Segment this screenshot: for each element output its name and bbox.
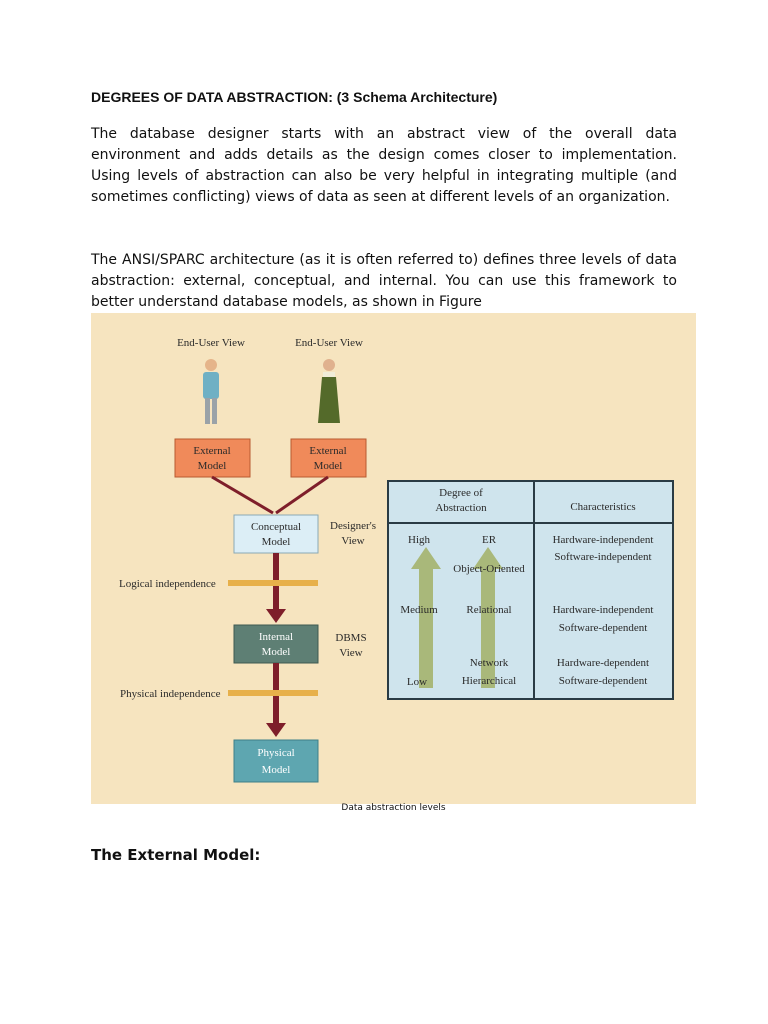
user-label-1: End-User View	[177, 337, 245, 349]
physical-independence-label: Physical independence	[120, 688, 221, 700]
characteristic-medium-line1: Hardware-independent	[553, 604, 654, 616]
characteristic-low-line1: Hardware-dependent	[557, 657, 649, 669]
up-arrow-icon	[411, 547, 441, 688]
connector-line	[275, 475, 329, 515]
up-arrow-icon	[473, 547, 503, 688]
external-model-line1: External	[193, 445, 230, 457]
physical-model-line2: Model	[262, 764, 291, 776]
ansi-sparc-paragraph: The ANSI/SPARC architecture (as it is of…	[91, 252, 677, 310]
internal-model-line1: Internal	[259, 631, 293, 643]
header-characteristics: Characteristics	[570, 501, 635, 513]
designers-view-line1: Designer's	[330, 520, 376, 532]
characteristic-medium-line2: Software-dependent	[559, 622, 648, 634]
conceptual-model-box	[233, 514, 319, 554]
characteristic-low-line2: Software-dependent	[559, 675, 648, 687]
female-user-icon	[318, 359, 340, 423]
connector-line	[211, 475, 274, 515]
internal-model-box	[233, 624, 319, 664]
abstraction-table: Degree of Abstraction Characteristics Hi…	[387, 480, 674, 700]
external-model-box-1	[174, 438, 251, 478]
section-heading: The External Model:	[91, 846, 261, 864]
model-hierarchical: Hierarchical	[462, 675, 516, 687]
down-arrow-icon	[266, 723, 286, 737]
model-network: Network	[470, 657, 509, 669]
characteristic-high-line2: Software-independent	[554, 551, 651, 563]
logical-independence-label: Logical independence	[119, 578, 216, 590]
male-user-icon	[203, 359, 219, 424]
intro-paragraph: The database designer starts with an abs…	[91, 126, 677, 205]
header-degree-line1: Degree of	[439, 487, 483, 499]
dbms-view-line1: DBMS	[335, 632, 366, 644]
internal-model-line2: Model	[262, 646, 291, 658]
physical-model-box	[233, 739, 319, 783]
external-model-line1: External	[309, 445, 346, 457]
characteristic-high-line1: Hardware-independent	[553, 534, 654, 546]
designers-view-line2: View	[341, 535, 364, 547]
physical-independence-bar	[228, 690, 318, 696]
level-low: Low	[407, 676, 427, 688]
model-er: ER	[482, 534, 497, 546]
down-arrow-icon	[266, 609, 286, 623]
user-label-2: End-User View	[295, 337, 363, 349]
header-degree-line2: Abstraction	[435, 502, 487, 514]
model-object-oriented: Object-Oriented	[453, 563, 525, 575]
model-relational: Relational	[466, 604, 511, 616]
external-model-line2: Model	[314, 460, 343, 472]
logical-independence-bar	[228, 580, 318, 586]
conceptual-model-line1: Conceptual	[251, 521, 301, 533]
conceptual-model-line2: Model	[262, 536, 291, 548]
figure-caption: Data abstraction levels	[341, 803, 446, 813]
level-medium: Medium	[400, 604, 438, 616]
physical-model-line1: Physical	[257, 747, 294, 759]
dbms-view-line2: View	[339, 647, 362, 659]
external-model-box-2	[290, 438, 367, 478]
data-abstraction-figure: End-User View End-User View External Mod…	[91, 313, 696, 804]
page-title: DEGREES OF DATA ABSTRACTION: (3 Schema A…	[91, 89, 498, 105]
level-high: High	[408, 534, 431, 546]
external-model-line2: Model	[198, 460, 227, 472]
